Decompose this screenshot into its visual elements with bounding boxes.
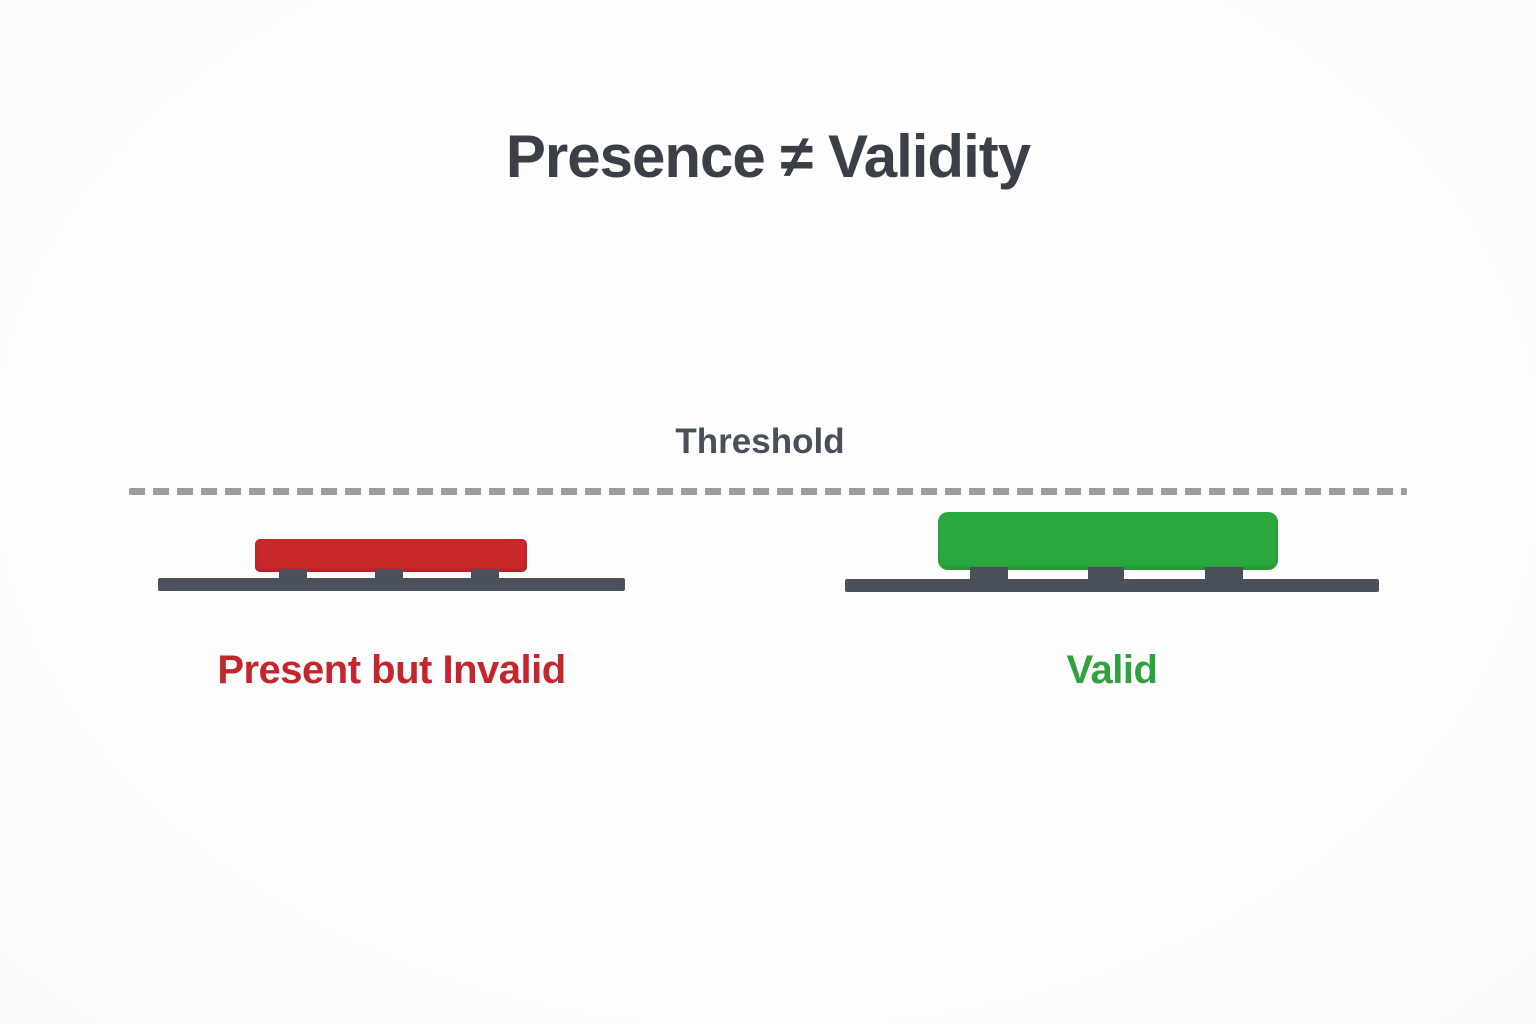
- invalid-caption: Present but Invalid: [217, 648, 566, 692]
- invalid-chip-group: Present but Invalid: [158, 539, 625, 739]
- baseline-board: [158, 578, 625, 591]
- chip-pad-icon: [1205, 567, 1243, 581]
- threshold-label: Threshold: [675, 422, 845, 461]
- chip-pad-icon: [970, 567, 1008, 581]
- chip-pad-icon: [1088, 567, 1124, 581]
- valid-chip-group: Valid: [845, 512, 1379, 739]
- baseline-board: [845, 579, 1379, 592]
- page-title: Presence ≠ Validity: [505, 123, 1031, 190]
- valid-caption: Valid: [1066, 648, 1158, 692]
- valid-bar: [938, 512, 1278, 570]
- threshold-dashed-line: [129, 488, 1407, 495]
- invalid-bar: [255, 539, 527, 572]
